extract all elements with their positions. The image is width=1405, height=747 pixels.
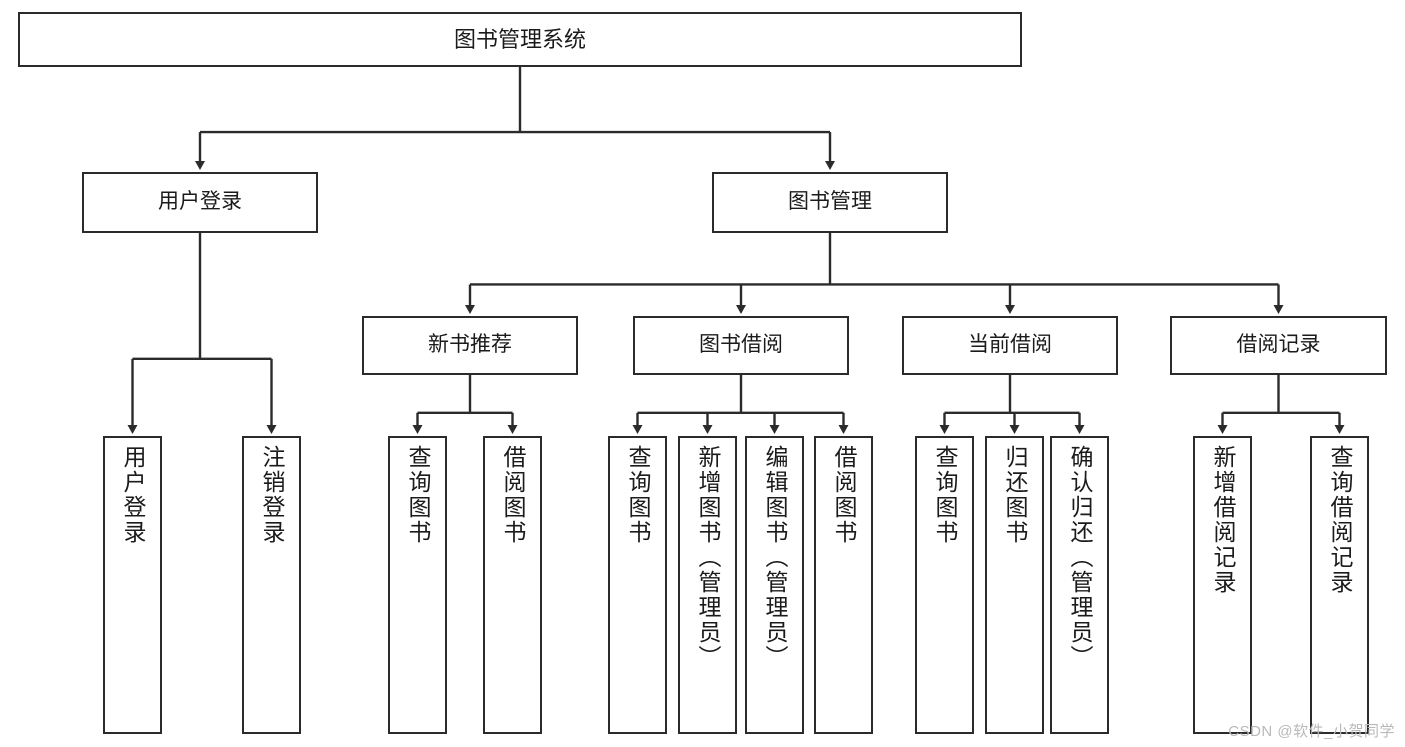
node-label-leaf-query-book-3: 查询图书 xyxy=(932,445,958,545)
node-label-leaf-logout: 注销登录 xyxy=(259,445,285,545)
node-leaf-query-record[interactable]: 查询借阅记录 xyxy=(1310,436,1369,734)
node-label-leaf-confirm-return: 确认归还（管理员） xyxy=(1067,445,1093,670)
node-label-leaf-query-book-2: 查询图书 xyxy=(625,445,651,545)
node-book-borrow[interactable]: 图书借阅 xyxy=(633,316,849,375)
node-leaf-borrow-book-2[interactable]: 借阅图书 xyxy=(814,436,873,734)
node-leaf-query-book-2[interactable]: 查询图书 xyxy=(608,436,667,734)
node-leaf-add-record[interactable]: 新增借阅记录 xyxy=(1193,436,1252,734)
node-label-leaf-query-book-1: 查询图书 xyxy=(405,445,431,545)
node-label-new-book-rec: 新书推荐 xyxy=(428,333,512,357)
node-label-borrow-record: 借阅记录 xyxy=(1236,333,1321,357)
node-leaf-return-book[interactable]: 归还图书 xyxy=(985,436,1044,734)
node-leaf-logout[interactable]: 注销登录 xyxy=(242,436,301,734)
node-label-leaf-borrow-book-2: 借阅图书 xyxy=(831,445,857,545)
node-leaf-user-login[interactable]: 用户登录 xyxy=(103,436,162,734)
node-label-user-login: 用户登录 xyxy=(158,190,242,214)
node-label-leaf-return-book: 归还图书 xyxy=(1002,445,1028,545)
node-label-book-borrow: 图书借阅 xyxy=(699,333,783,357)
node-new-book-rec[interactable]: 新书推荐 xyxy=(362,316,578,375)
node-label-root: 图书管理系统 xyxy=(453,26,586,52)
node-leaf-confirm-return[interactable]: 确认归还（管理员） xyxy=(1050,436,1109,734)
node-label-current-borrow: 当前借阅 xyxy=(968,333,1052,357)
node-root[interactable]: 图书管理系统 xyxy=(18,12,1022,67)
node-leaf-edit-book[interactable]: 编辑图书（管理员） xyxy=(745,436,804,734)
node-label-book-manage: 图书管理 xyxy=(788,190,872,214)
node-label-leaf-add-record: 新增借阅记录 xyxy=(1210,445,1236,595)
node-current-borrow[interactable]: 当前借阅 xyxy=(902,316,1118,375)
node-label-leaf-edit-book: 编辑图书（管理员） xyxy=(762,445,788,670)
node-user-login[interactable]: 用户登录 xyxy=(82,172,318,233)
node-label-leaf-add-book: 新增图书（管理员） xyxy=(695,445,721,670)
node-leaf-query-book-3[interactable]: 查询图书 xyxy=(915,436,974,734)
node-label-leaf-query-record: 查询借阅记录 xyxy=(1327,445,1353,595)
node-leaf-borrow-book-1[interactable]: 借阅图书 xyxy=(483,436,542,734)
watermark-label: CSDN @软件_小贺同学 xyxy=(1228,723,1395,740)
node-book-manage[interactable]: 图书管理 xyxy=(712,172,948,233)
node-leaf-add-book[interactable]: 新增图书（管理员） xyxy=(678,436,737,734)
node-leaf-query-book-1[interactable]: 查询图书 xyxy=(388,436,447,734)
node-borrow-record[interactable]: 借阅记录 xyxy=(1170,316,1387,375)
node-label-leaf-borrow-book-1: 借阅图书 xyxy=(500,445,526,545)
node-label-leaf-user-login: 用户登录 xyxy=(120,445,146,545)
